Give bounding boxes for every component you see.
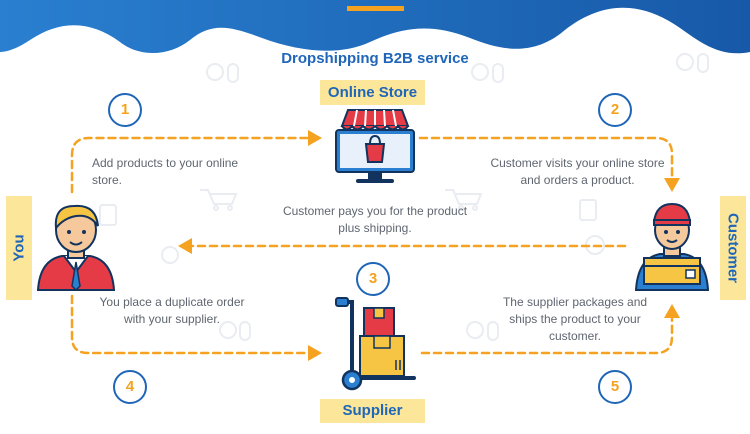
step-3-text: Customer pays you for the product plus s… [282, 204, 468, 235]
step-5-text: The supplier packages and ships the prod… [502, 295, 648, 343]
arrow-heads [178, 130, 680, 361]
customer-label: Customer [724, 212, 742, 284]
diagram-title: Dropshipping B2B service [281, 50, 469, 67]
step-4-text: You place a duplicate order with your su… [99, 295, 245, 326]
step-2-badge: 2 [598, 93, 632, 127]
flow-arrows [70, 136, 674, 355]
step-2-text: Customer visits your online store and or… [490, 156, 665, 187]
step-1-text: Add products to your online store. [92, 156, 239, 187]
delivery-man-icon [634, 202, 710, 291]
supplier-label: Supplier [320, 399, 425, 423]
header-accent-bar [347, 6, 404, 11]
hand-truck-boxes-icon [335, 297, 416, 391]
step-3-badge: 3 [356, 262, 390, 296]
online-store-label: Online Store [320, 80, 425, 105]
you-label-box: You [6, 196, 32, 300]
storefront-monitor-icon [335, 109, 415, 183]
step-1-badge: 1 [108, 93, 142, 127]
step-4-badge: 4 [113, 370, 147, 404]
you-label: You [10, 234, 28, 262]
header-wave [0, 0, 750, 54]
businessman-avatar-icon [36, 204, 116, 292]
step-5-badge: 5 [598, 370, 632, 404]
customer-label-box: Customer [720, 196, 746, 300]
background-decor [99, 53, 709, 341]
